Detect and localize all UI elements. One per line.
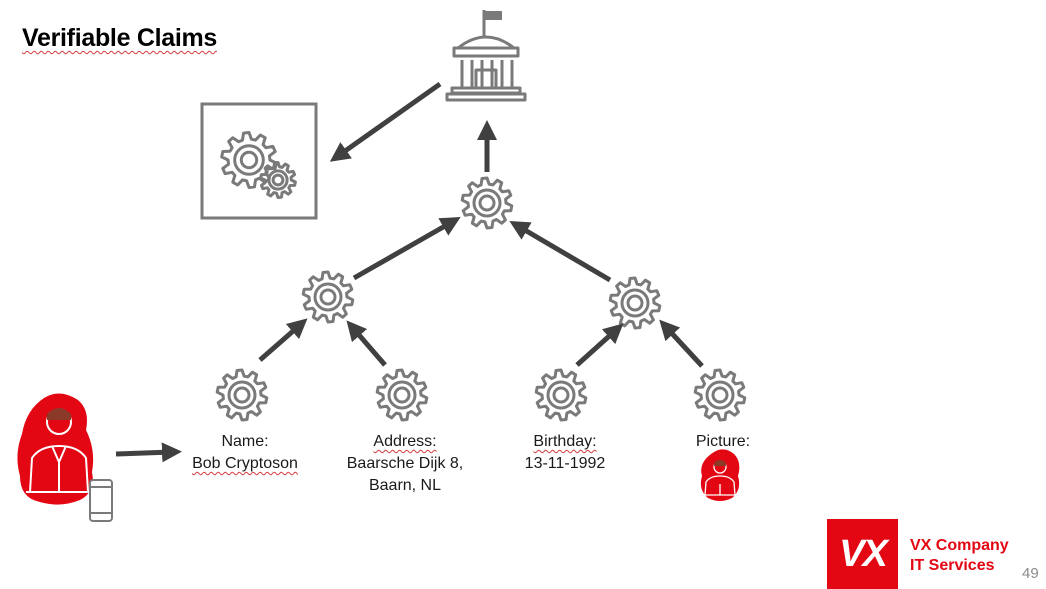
gear-icon-left bbox=[301, 270, 355, 324]
gear-ring bbox=[267, 169, 289, 191]
claim-birthday: Birthday: 13-11-1992 bbox=[490, 431, 640, 475]
arrow-name-to-left bbox=[258, 318, 308, 362]
arrow-left-to-root bbox=[352, 217, 461, 281]
gear-ring bbox=[705, 380, 735, 410]
gear-outline bbox=[460, 176, 514, 230]
gear-ring bbox=[393, 386, 411, 404]
claim-address-label: Address: bbox=[373, 433, 437, 450]
gear-ring bbox=[313, 282, 343, 312]
vx-logo-mark: VX bbox=[827, 519, 898, 589]
gear-ring bbox=[546, 380, 576, 410]
gear-ring bbox=[472, 188, 502, 218]
gear-icon-address bbox=[375, 368, 429, 422]
claim-birthday-value: 13-11-1992 bbox=[524, 455, 606, 472]
claim-name-label: Name: bbox=[221, 433, 269, 450]
gear-outline bbox=[259, 161, 297, 199]
logo-line2: IT Services bbox=[910, 557, 995, 574]
government-building-icon bbox=[445, 10, 527, 102]
gear-outline bbox=[534, 368, 588, 422]
claim-birthday-label: Birthday: bbox=[533, 433, 597, 450]
gear-ring bbox=[387, 380, 417, 410]
gear-ring bbox=[319, 288, 337, 306]
gear-ring bbox=[233, 144, 265, 176]
gear-outline bbox=[375, 368, 429, 422]
vx-logo-text: VX Company IT Services bbox=[910, 536, 1009, 576]
gear-outline bbox=[215, 368, 269, 422]
gear-ring bbox=[271, 173, 285, 187]
arrows bbox=[115, 81, 704, 463]
gear-icon-name bbox=[215, 368, 269, 422]
page-number: 49 bbox=[1022, 565, 1039, 582]
gear-ring bbox=[620, 288, 650, 318]
gear-icon-birthday bbox=[534, 368, 588, 422]
gear-icon-root bbox=[460, 176, 514, 230]
gear-ring bbox=[478, 194, 496, 212]
gear-outline bbox=[693, 368, 747, 422]
arrow-issuer-to-verifier bbox=[329, 81, 442, 162]
gear-ring bbox=[227, 380, 257, 410]
arrow-address-to-left bbox=[346, 320, 387, 367]
arrow-picture-to-right bbox=[659, 319, 704, 368]
person-icon bbox=[17, 393, 94, 505]
claim-name-value: Bob Cryptoson bbox=[192, 455, 298, 472]
gear-ring bbox=[626, 294, 644, 312]
logo-line1: VX Company bbox=[910, 537, 1009, 554]
claim-address-value-2: Baarn, NL bbox=[368, 477, 442, 494]
gear-outline bbox=[301, 270, 355, 324]
gear-ring bbox=[711, 386, 729, 404]
gear-outline bbox=[608, 276, 662, 330]
picture-person-icon bbox=[700, 449, 740, 501]
claim-name: Name: Bob Cryptoson bbox=[170, 431, 320, 475]
arrow-right-to-root bbox=[509, 220, 612, 283]
claim-picture: Picture: bbox=[648, 431, 798, 453]
gear-ring bbox=[239, 150, 259, 170]
claim-address: Address: Baarsche Dijk 8, Baarn, NL bbox=[330, 431, 480, 497]
gear-icon-right bbox=[608, 276, 662, 330]
gear-icon-picture bbox=[693, 368, 747, 422]
arrow-birthday-to-right bbox=[575, 323, 624, 367]
gear-ring bbox=[233, 386, 251, 404]
gear-ring bbox=[552, 386, 570, 404]
claim-address-value-1: Baarsche Dijk 8, bbox=[346, 455, 464, 472]
gears-window-icon bbox=[200, 102, 318, 220]
smartphone-icon bbox=[89, 479, 113, 522]
claim-picture-label: Picture: bbox=[695, 433, 751, 450]
slide-title: Verifiable Claims bbox=[22, 24, 217, 52]
arrow-holder-to-claims bbox=[115, 442, 182, 463]
